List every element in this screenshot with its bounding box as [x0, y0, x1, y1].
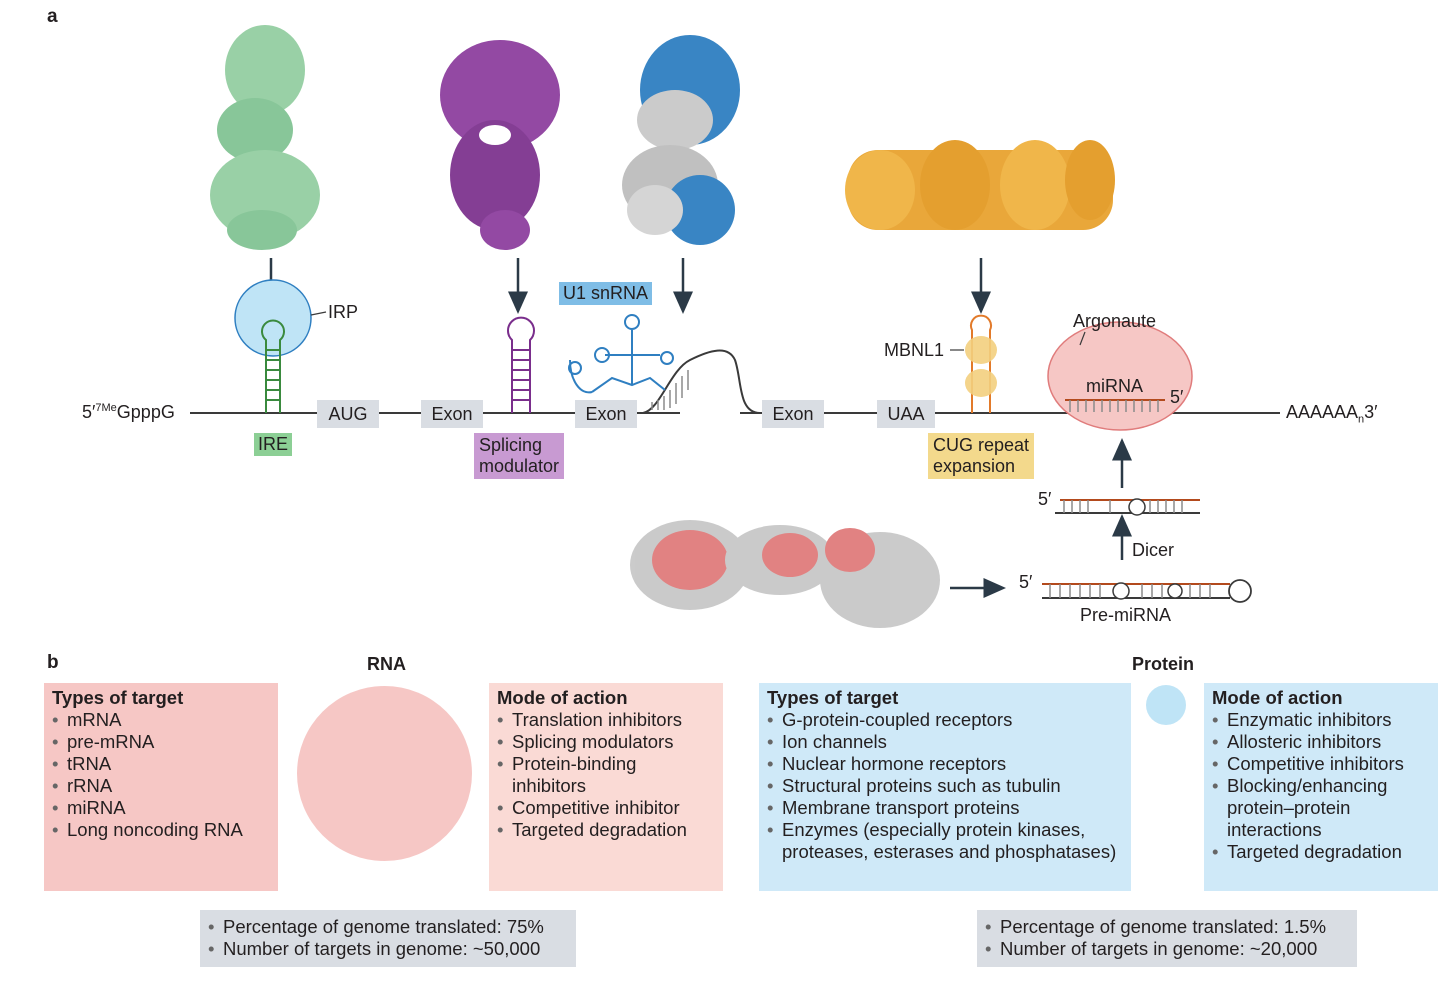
rna-target-count-circle — [297, 686, 472, 861]
rna-stats-box: Percentage of genome translated: 75% Num… — [200, 910, 576, 967]
list-item: Long noncoding RNA — [52, 819, 270, 841]
pre-mirna-5prime-label: 5′ — [1019, 572, 1033, 592]
u1-snrna-cloverleaf — [568, 314, 674, 394]
mirna-duplex-structure — [630, 520, 940, 628]
poly-a-tail-label: AAAAAAn3′ — [1286, 402, 1378, 426]
irp-circle — [234, 279, 312, 357]
list-item: mRNA — [52, 709, 270, 731]
protein-stats-box: Percentage of genome translated: 1.5% Nu… — [977, 910, 1357, 967]
irp-label: IRP — [328, 302, 359, 322]
protein-mode-heading: Mode of action — [1212, 687, 1343, 708]
cug-hairpin — [950, 314, 997, 413]
argonaute-complex — [1047, 321, 1193, 431]
duplex-5prime-label: 5′ — [1038, 489, 1052, 509]
protein-target-types-box: Types of target G-protein-coupled recept… — [759, 683, 1131, 891]
mirna-5prime-label: 5′ — [1170, 387, 1184, 407]
list-item: Competitive inhibitors — [1212, 753, 1430, 775]
list-item: Competitive inhibitor — [497, 797, 715, 819]
list-item: Protein-binding inhibitors — [497, 753, 715, 797]
list-item: Ion channels — [767, 731, 1123, 753]
rna-mode-heading: Mode of action — [497, 687, 628, 708]
panel-b-label: b — [47, 652, 59, 673]
rna-mode-of-action-box: Mode of action Translation inhibitors Sp… — [489, 683, 723, 891]
splicing-modulator-label: Splicing modulator — [474, 433, 565, 479]
exon-tag-2: Exon — [575, 400, 637, 428]
list-item: Nuclear hormone receptors — [767, 753, 1123, 775]
argonaute-label: Argonaute — [1073, 311, 1157, 331]
aug-codon-tag: AUG — [317, 400, 379, 428]
rna-target-types-box: Types of target mRNA pre-mRNA tRNA rRNA … — [44, 683, 278, 891]
list-item: Translation inhibitors — [497, 709, 715, 731]
ire-label: IRE — [254, 433, 293, 456]
exon-tag-1: Exon — [421, 400, 483, 428]
list-item: Allosteric inhibitors — [1212, 731, 1430, 753]
list-item: Targeted degradation — [1212, 841, 1430, 863]
protein-target-count-circle — [1146, 685, 1186, 725]
irp-protein-structure — [210, 25, 320, 250]
cap-label: 5′7MeGpppG — [82, 402, 175, 422]
exon-tag-3: Exon — [762, 400, 824, 428]
rna-percent-translated: Percentage of genome translated: 75% — [208, 916, 568, 938]
rna-target-count: Number of targets in genome: ~50,000 — [208, 938, 568, 960]
rna-target-types-heading: Types of target — [52, 687, 184, 708]
list-item: tRNA — [52, 753, 270, 775]
mirna-pairs — [1065, 399, 1165, 412]
cug-repeat-structure — [845, 140, 1115, 230]
list-item: miRNA — [52, 797, 270, 819]
list-item: Enzymes (especially protein kinases, pro… — [767, 819, 1123, 863]
splicing-hairpin — [507, 316, 535, 413]
list-item: Structural proteins such as tubulin — [767, 775, 1123, 797]
u1-snrna-label: U1 snRNA — [559, 282, 653, 305]
protein-target-count: Number of targets in genome: ~20,000 — [985, 938, 1349, 960]
rna-target-diagram — [190, 25, 1280, 628]
splicing-target-structure — [440, 40, 560, 250]
u1-base-pairs — [651, 370, 689, 410]
protein-percent-translated: Percentage of genome translated: 1.5% — [985, 916, 1349, 938]
pre-mirna-diagram — [1042, 579, 1252, 603]
list-item: pre-mRNA — [52, 731, 270, 753]
protein-title: Protein — [1132, 654, 1195, 674]
protein-mode-of-action-box: Mode of action Enzymatic inhibitors Allo… — [1204, 683, 1438, 891]
pre-mirna-label: Pre-miRNA — [1080, 605, 1172, 625]
mirna-label: miRNA — [1086, 376, 1143, 396]
list-item: rRNA — [52, 775, 270, 797]
mirna-duplex-diagram — [1055, 498, 1200, 516]
list-item: Targeted degradation — [497, 819, 715, 841]
panel-a-label: a — [47, 6, 58, 27]
mbnl1-label: MBNL1 — [884, 340, 945, 360]
list-item: Blocking/enhancing protein–protein inter… — [1212, 775, 1430, 841]
cug-repeat-label: CUG repeat expansion — [928, 433, 1035, 479]
u1-snrna-structure — [622, 35, 740, 245]
list-item: Splicing modulators — [497, 731, 715, 753]
list-item: Enzymatic inhibitors — [1212, 709, 1430, 731]
dicer-label: Dicer — [1132, 540, 1175, 560]
list-item: G-protein-coupled receptors — [767, 709, 1123, 731]
ire-hairpin — [261, 319, 285, 413]
protein-target-types-heading: Types of target — [767, 687, 899, 708]
rna-title: RNA — [367, 654, 406, 674]
list-item: Membrane transport proteins — [767, 797, 1123, 819]
uaa-codon-tag: UAA — [877, 400, 935, 428]
